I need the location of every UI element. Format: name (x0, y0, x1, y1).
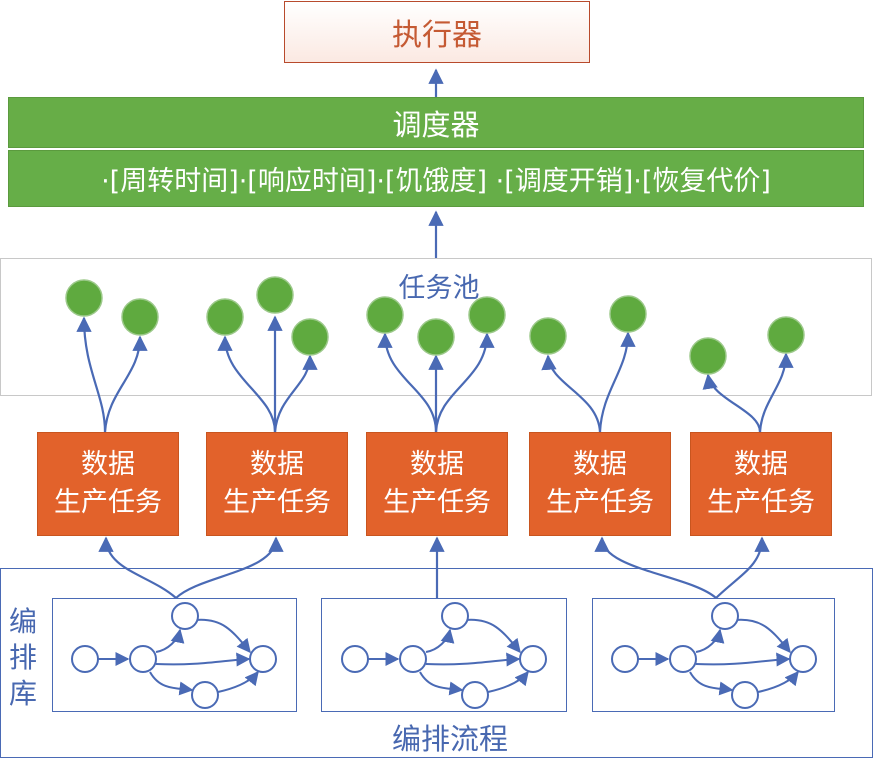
orchestration-flow-box-1 (52, 598, 297, 712)
task-4-line1: 数据 (573, 449, 627, 480)
task-2-line1: 数据 (250, 449, 304, 480)
arrow-task5-node2 (758, 352, 794, 433)
data-production-task-4: 数据生产任务 (529, 432, 671, 536)
task-5-line1: 数据 (734, 449, 788, 480)
pool-nodes (65, 276, 805, 375)
pool-node (689, 337, 727, 375)
orchestration-flow-label: 编排流程 (391, 722, 508, 756)
orchestration-flow-box-2 (321, 598, 567, 712)
pool-node (206, 298, 244, 336)
pool-node (468, 296, 506, 334)
flow-node (249, 645, 277, 673)
task-3-line1: 数据 (410, 449, 464, 480)
task-2-line2: 生产任务 (223, 487, 331, 518)
pool-node (609, 295, 647, 333)
flow-graph-3 (612, 603, 816, 708)
arrow-task2-node1 (217, 335, 277, 433)
data-production-task-1: 数据生产任务 (37, 432, 179, 536)
task-3-line2: 生产任务 (383, 487, 491, 518)
flow-node (171, 602, 199, 630)
pool-node (291, 318, 329, 356)
arrow-task3-node3 (434, 332, 495, 433)
scheduler-title: 调度器 (392, 107, 480, 142)
orchestration-flow-box-3 (592, 598, 835, 712)
flow-node (71, 645, 99, 673)
pool-node (121, 298, 159, 336)
arrow-task4-node1 (541, 354, 602, 433)
pool-node (529, 317, 567, 355)
pool-node (767, 316, 805, 354)
flow-graph-2 (342, 603, 546, 708)
arrow-task5-node1 (702, 373, 762, 433)
pool-node (256, 276, 294, 314)
scheduler-metrics: ·[周转时间]·[响应时间]·[饥饿度] ·[调度开销]·[恢复代价] (8, 150, 864, 207)
arrow-flow3-task4 (594, 536, 717, 599)
scheduler-metrics-text: ·[周转时间]·[响应时间]·[饥饿度] ·[调度开销]·[恢复代价] (101, 166, 771, 197)
data-production-task-5: 数据生产任务 (690, 432, 832, 536)
scheduler-box: 调度器 (8, 97, 864, 148)
pool-node (417, 318, 455, 356)
arrow-flow1-task2 (175, 536, 284, 599)
arrow-task1-node2 (103, 335, 148, 433)
arrow-task3-node1 (377, 332, 438, 433)
arrow-task2-node3 (273, 354, 318, 433)
flow-node (129, 645, 157, 673)
arrow-task4-node2 (598, 331, 636, 433)
flow-node (191, 681, 219, 709)
arrow-flow1-task1 (98, 536, 177, 599)
task-1-line2: 生产任务 (54, 487, 162, 518)
executor-label: 执行器 (392, 18, 482, 53)
arrow-task1-node1 (76, 316, 107, 433)
arrow-flow3-task5 (715, 536, 770, 599)
task-5-line2: 生产任务 (707, 487, 815, 518)
pool-node (65, 279, 103, 317)
data-production-task-2: 数据生产任务 (206, 432, 348, 536)
task-4-line2: 生产任务 (546, 487, 654, 518)
task-1-line1: 数据 (81, 449, 135, 480)
orchestration-library-label: 编排库 (8, 605, 37, 710)
task-pool-label: 任务池 (384, 266, 494, 305)
pool-node (366, 296, 404, 334)
flow-graph-template (71, 602, 277, 709)
data-production-task-3: 数据生产任务 (366, 432, 508, 536)
executor-box: 执行器 (284, 1, 590, 63)
